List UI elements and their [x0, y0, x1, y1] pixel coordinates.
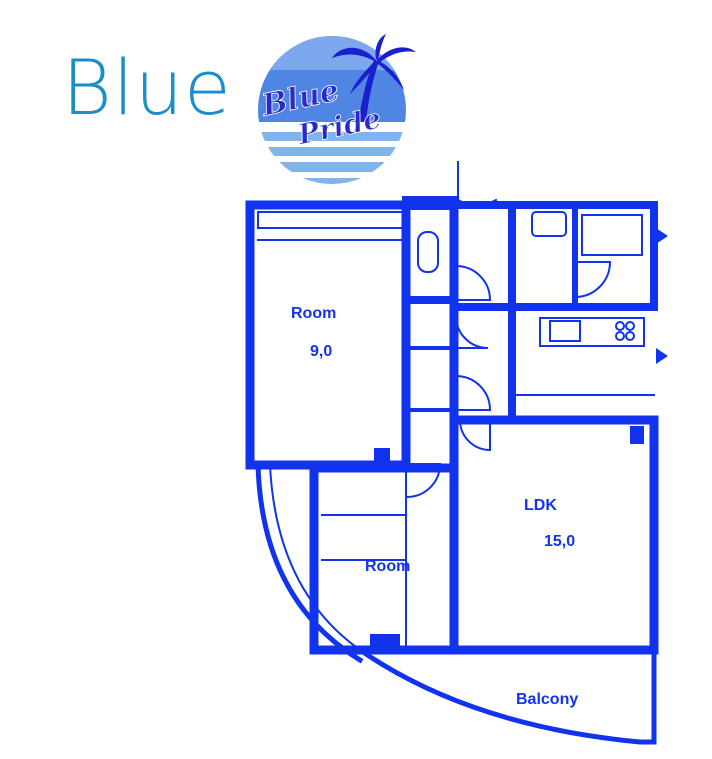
balcony-name: Balcony [516, 691, 578, 708]
room-west-size: 9,0 [310, 343, 332, 360]
room-west-closet [257, 211, 405, 229]
room-south-name: Room [365, 558, 410, 575]
ldk-size: 15,0 [544, 533, 575, 550]
balcony-outline [356, 646, 657, 745]
blue-pride-logo: Blue Pride [256, 34, 416, 186]
bathtub-outline [581, 214, 643, 256]
toilet-outline [417, 231, 439, 273]
sink-outline [549, 320, 581, 342]
kitchen-counter [539, 317, 645, 347]
room-west-name: Room [291, 305, 336, 322]
ldk-name: LDK [524, 497, 557, 514]
brand-wordmark: Blue [62, 43, 232, 132]
washbasin-outline [531, 211, 567, 237]
palm-tree-icon [332, 34, 416, 122]
room-west-outline [245, 200, 411, 470]
